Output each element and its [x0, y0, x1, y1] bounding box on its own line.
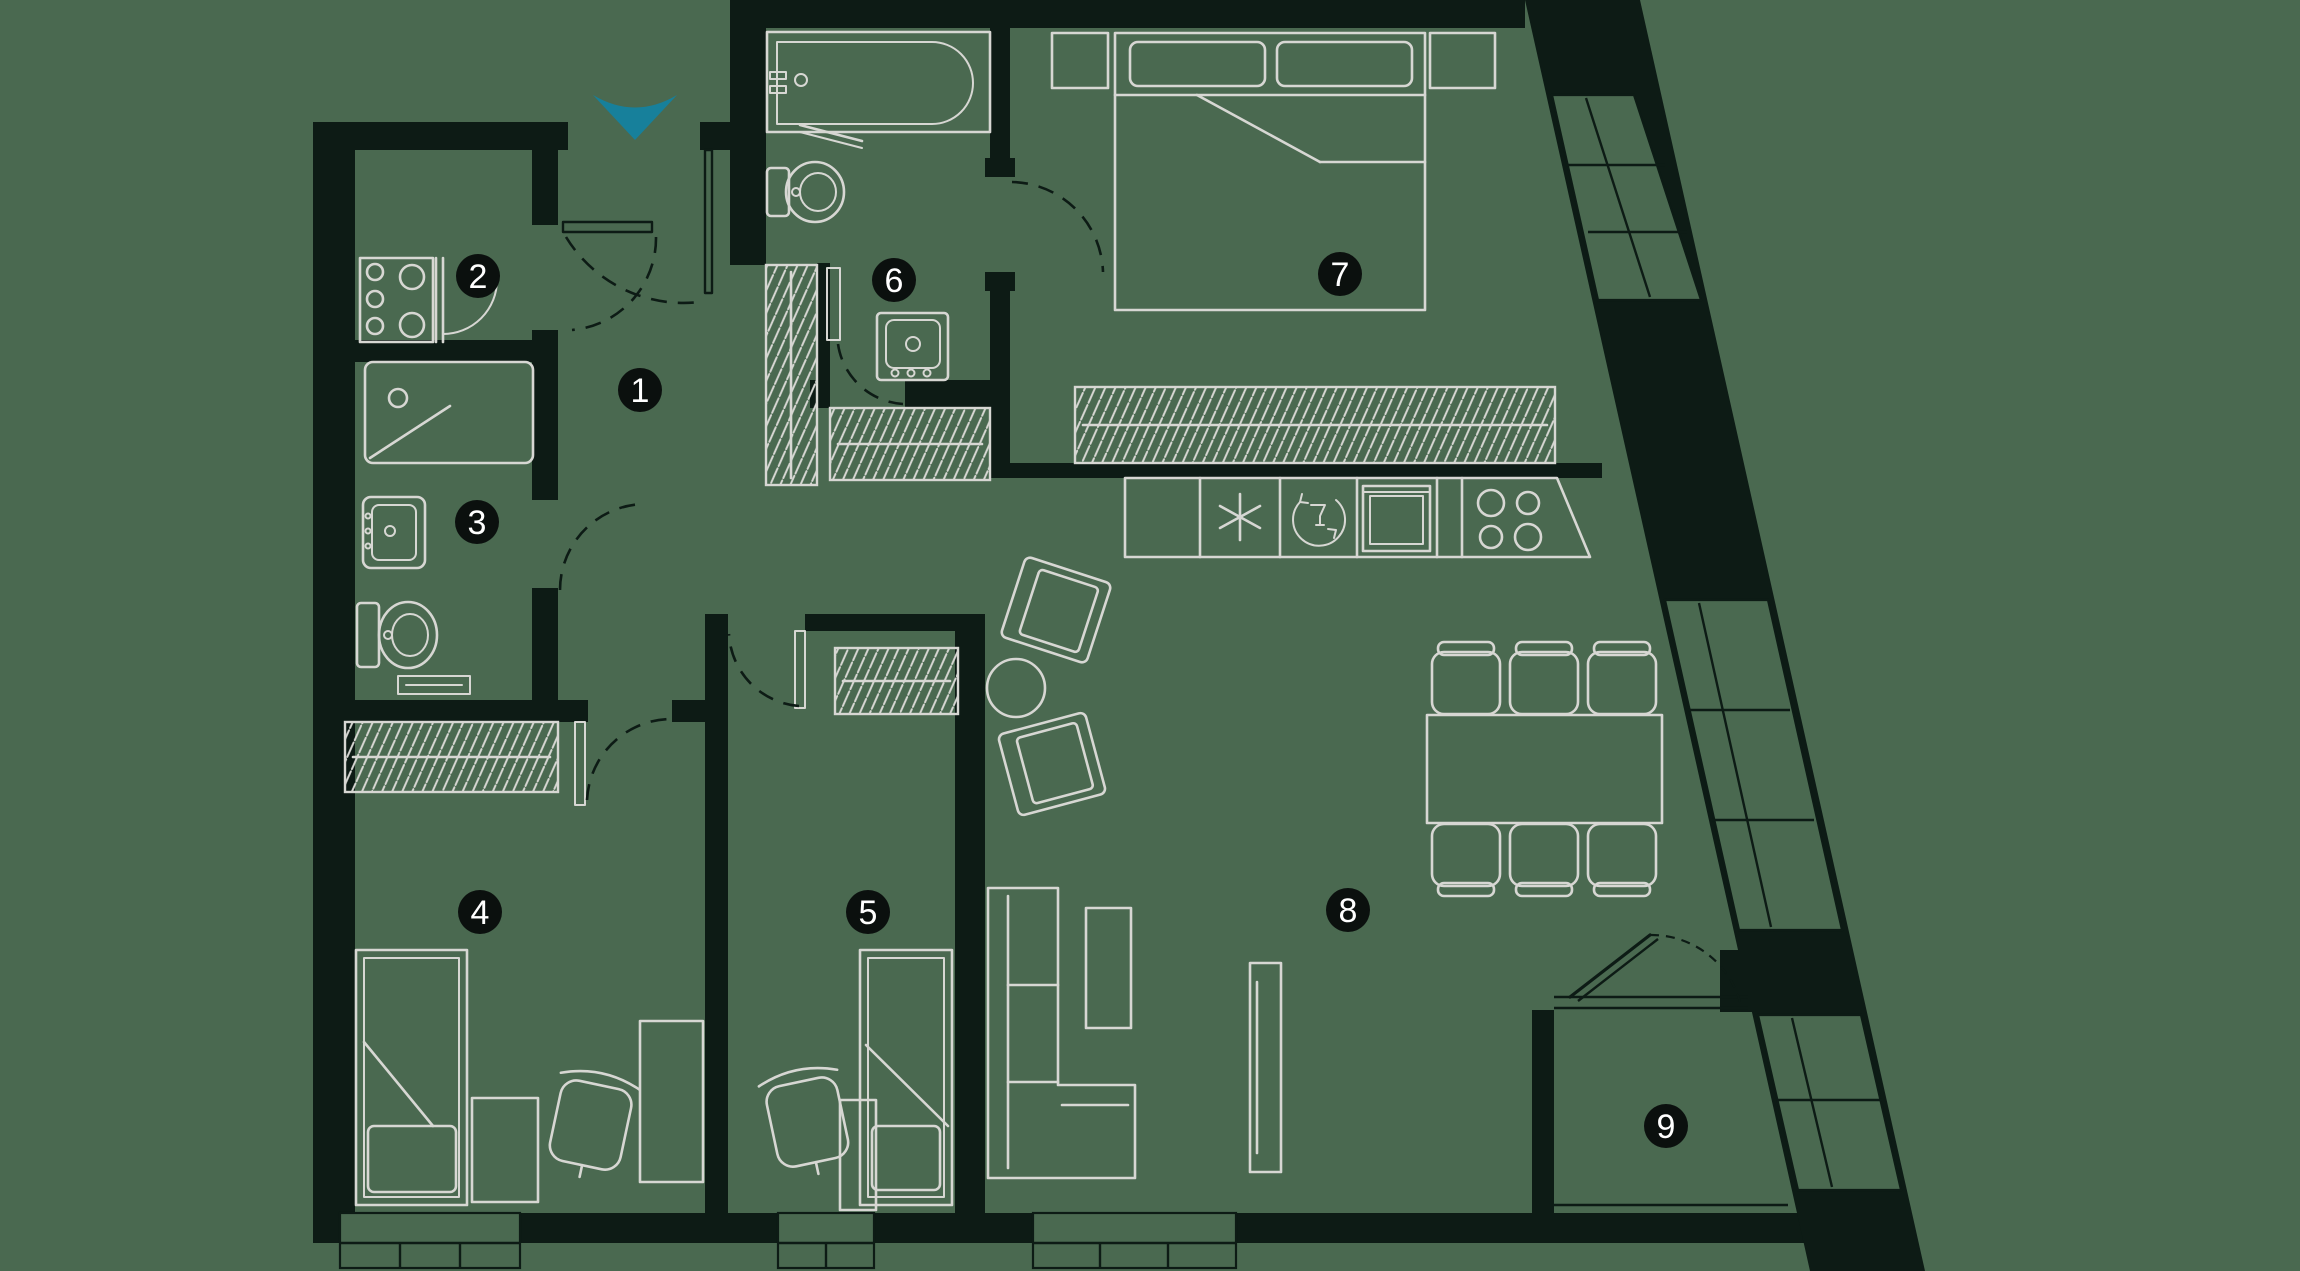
slant-window-living — [1663, 598, 1844, 932]
side-table-icon — [985, 657, 1047, 719]
entrance-door — [561, 148, 714, 332]
toilet-icon — [355, 600, 439, 670]
armchair-icon — [1000, 556, 1112, 664]
stove-unit-icon — [358, 256, 498, 344]
balcony-door — [1554, 933, 1788, 1207]
wardrobe-icon — [1073, 385, 1557, 465]
door-room3 — [558, 502, 645, 591]
svg-text:5: 5 — [859, 894, 878, 932]
desk-chair-icon — [757, 1066, 850, 1176]
sofa-icon — [986, 886, 1137, 1180]
single-bed-icon — [858, 948, 954, 1207]
svg-text:6: 6 — [885, 262, 904, 300]
window-room8 — [1031, 1211, 1238, 1270]
room-badges: 1 2 3 4 5 6 7 8 9 — [455, 252, 1688, 1148]
svg-text:2: 2 — [469, 258, 488, 296]
svg-text:7: 7 — [1331, 256, 1350, 294]
window-room4 — [338, 1211, 522, 1270]
svg-text:4: 4 — [471, 894, 490, 932]
door-bedroom7 — [1011, 180, 1105, 273]
wardrobe-icon — [343, 720, 560, 794]
svg-text:8: 8 — [1339, 892, 1358, 930]
room-badge: 4 — [458, 890, 502, 934]
tv-unit-icon — [1248, 961, 1283, 1174]
desk-chair-icon — [548, 1069, 641, 1179]
door-room5 — [727, 630, 806, 709]
nightstand-icon — [470, 1096, 540, 1204]
door-room4 — [574, 717, 671, 806]
room-badge: 9 — [1644, 1104, 1688, 1148]
room-badge: 7 — [1318, 252, 1362, 296]
window-room5 — [776, 1211, 876, 1270]
sink-icon — [361, 495, 427, 570]
cooktop-icon — [1476, 488, 1543, 552]
armchair-icon — [997, 711, 1107, 817]
room-badge: 3 — [455, 500, 499, 544]
shower-icon — [363, 360, 535, 465]
door-bathroom6 — [826, 267, 904, 406]
double-bed-icon — [1113, 31, 1427, 312]
coffee-table-icon — [1084, 906, 1133, 1030]
wardrobe-icon — [828, 406, 992, 482]
dining-set — [1425, 640, 1664, 898]
room-badge: 6 — [872, 258, 916, 302]
wardrobe-icon — [833, 646, 960, 716]
oven-icon — [1361, 484, 1432, 553]
room-badge: 2 — [456, 254, 500, 298]
dishwasher-icon — [1292, 493, 1346, 547]
wardrobe-icon — [764, 263, 819, 487]
single-bed-icon — [354, 948, 469, 1207]
svg-text:9: 9 — [1657, 1108, 1676, 1146]
kitchen-counter — [1123, 476, 1592, 559]
toilet-icon — [765, 160, 846, 224]
dining-table-icon — [1425, 713, 1664, 825]
room-badge: 5 — [846, 890, 890, 934]
washing-machine-icon — [875, 311, 950, 382]
svg-text:1: 1 — [631, 372, 650, 410]
bathtub-icon — [765, 30, 992, 149]
towel-radiator-icon — [397, 675, 471, 695]
slant-window-balcony — [1756, 1013, 1903, 1192]
slant-window-bedroom7 — [1550, 93, 1703, 302]
chair-icon — [1430, 640, 1658, 898]
room-badge: 1 — [618, 368, 662, 412]
entrance-arrow-icon — [593, 95, 677, 140]
desk-icon — [638, 1019, 705, 1184]
desk-icon — [838, 1098, 878, 1212]
room-badge: 8 — [1326, 888, 1370, 932]
nightstand-icon — [1050, 31, 1497, 90]
svg-text:3: 3 — [468, 504, 487, 542]
asterisk-icon — [1218, 492, 1262, 542]
